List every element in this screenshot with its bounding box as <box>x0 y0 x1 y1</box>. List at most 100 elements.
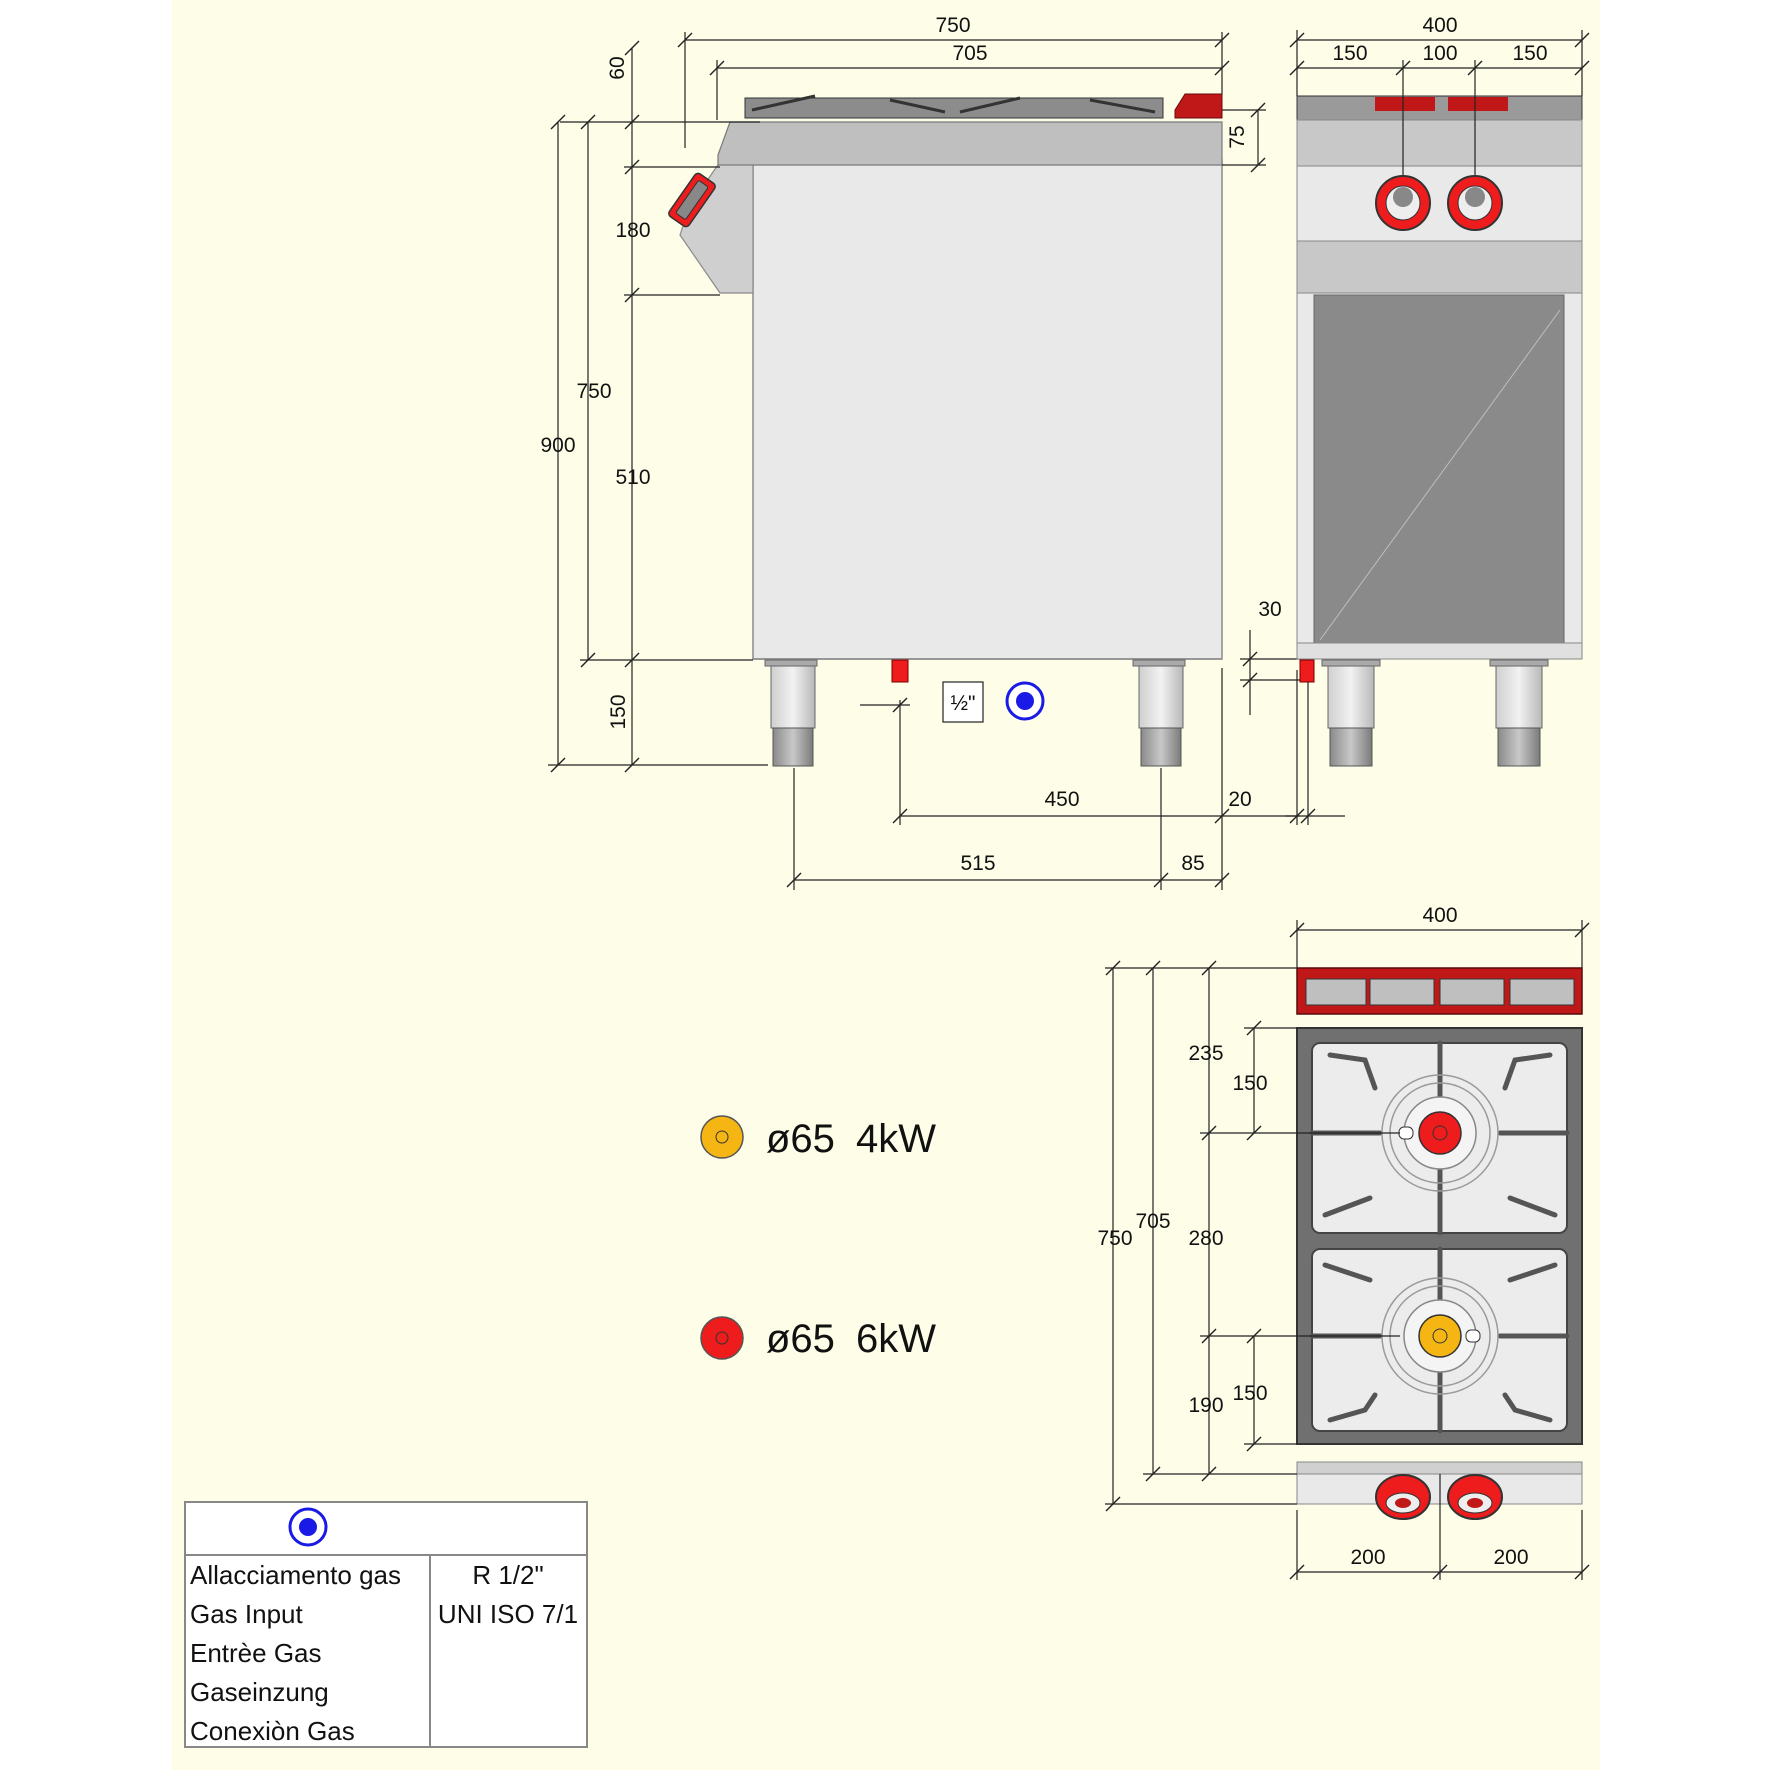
top-burner-front <box>1381 1277 1499 1395</box>
dimension-tick <box>1214 808 1230 824</box>
dim-side-705: 705 <box>952 42 987 65</box>
top-control-strip <box>1296 1461 1583 1475</box>
gas-value-thread: R 1/2" <box>472 1560 543 1590</box>
dim-side-750: 750 <box>935 14 970 37</box>
side-leg-front <box>764 659 818 767</box>
gas-table: Allacciamento gas Gas Input Entrèe Gas G… <box>184 1501 588 1748</box>
dimension-tick <box>550 114 566 130</box>
top-burner-back <box>1381 1074 1499 1192</box>
dimension-tick <box>1432 1564 1448 1580</box>
dimension-tick <box>580 652 596 668</box>
gas-label-fr: Entrèe Gas <box>190 1638 322 1668</box>
dim-top-400: 400 <box>1422 904 1457 927</box>
side-grate <box>744 97 1164 119</box>
dim-top-705: 705 <box>1135 1210 1170 1233</box>
dimension-tick <box>1201 1466 1217 1482</box>
front-view: 400 150 100 150 <box>1285 14 1583 825</box>
dimension-tick <box>1289 922 1305 938</box>
top-knob-right <box>1447 1474 1503 1520</box>
dimension-tick <box>1395 60 1411 76</box>
dimension-tick <box>624 114 640 130</box>
dimension-tick <box>624 287 640 303</box>
top-knob-left <box>1375 1474 1431 1520</box>
dim-front-400: 400 <box>1422 14 1457 37</box>
dimension-tick <box>1214 60 1230 76</box>
dimension-tick <box>1250 102 1266 118</box>
dimension-tick <box>1289 60 1305 76</box>
dim-side-30: 30 <box>1258 598 1281 621</box>
gas-thread-box <box>942 681 984 723</box>
dim-top-150-back: 150 <box>1232 1072 1267 1095</box>
dim-side-515: 515 <box>960 852 995 875</box>
dimension-tick <box>709 60 725 76</box>
dim-side-450: 450 <box>1044 788 1079 811</box>
dimension-tick <box>1289 808 1305 824</box>
top-flue-slot-1 <box>1305 978 1367 1006</box>
gas-value-standard: UNI ISO 7/1 <box>438 1599 578 1629</box>
dim-side-75: 75 <box>1226 125 1249 148</box>
gas-label-de: Gaseinzung <box>190 1677 329 1707</box>
front-rim <box>1296 119 1583 167</box>
dim-side-750-h: 750 <box>576 380 611 403</box>
dimension-tick <box>1467 60 1483 76</box>
dim-front-100: 100 <box>1422 42 1457 65</box>
dimension-tick <box>1246 1328 1262 1344</box>
front-lower-panel <box>1296 240 1583 294</box>
dim-side-150-legs: 150 <box>607 694 630 729</box>
dimension-tick <box>1145 1466 1161 1482</box>
dimension-tick <box>1105 960 1121 976</box>
dimension-tick <box>580 114 596 130</box>
dim-side-20: 20 <box>1228 788 1251 811</box>
dimension-tick <box>1574 1564 1590 1580</box>
dim-side-900: 900 <box>540 434 575 457</box>
legend-power-6kw: 6kW <box>856 1317 936 1361</box>
dim-side-85: 85 <box>1181 852 1204 875</box>
front-leg-left <box>1321 659 1381 767</box>
dimension-tick <box>892 697 908 713</box>
burner-legend: ø65 4kW ø65 6kW <box>700 1115 936 1361</box>
dimension-tick <box>1153 872 1169 888</box>
dim-top-235: 235 <box>1188 1042 1223 1065</box>
legend-item-6kw: ø65 6kW <box>700 1316 936 1361</box>
gas-connection-icon <box>1005 681 1045 721</box>
gas-thread-label: ½" <box>951 692 976 715</box>
dim-top-280: 280 <box>1188 1227 1223 1250</box>
front-door-reflection <box>1319 309 1561 641</box>
dimension-tick <box>1201 1328 1217 1344</box>
side-gas-inlet <box>891 659 909 683</box>
dimension-tick <box>1201 1125 1217 1141</box>
dimension-tick <box>1574 922 1590 938</box>
front-control-panel <box>1296 165 1583 242</box>
dim-top-200-left: 200 <box>1350 1546 1385 1569</box>
top-flue-slot-3 <box>1439 978 1505 1006</box>
dim-top-200-right: 200 <box>1493 1546 1528 1569</box>
dimension-tick <box>1289 32 1305 48</box>
legend-diameter-4kw: ø65 <box>766 1117 835 1161</box>
dimension-tick <box>550 757 566 773</box>
side-top-plate <box>717 121 1223 166</box>
dimension-tick <box>1246 1125 1262 1141</box>
top-flue-slot-2 <box>1369 978 1435 1006</box>
dimension-tick <box>624 757 640 773</box>
dim-side-60: 60 <box>606 56 629 79</box>
dim-top-750: 750 <box>1097 1227 1132 1250</box>
dimension-tick <box>1246 1020 1262 1036</box>
legend-burner-icon-6kw <box>700 1316 744 1360</box>
dimension-tick <box>1574 60 1590 76</box>
dimension-tick <box>677 32 693 48</box>
side-body <box>752 159 1223 660</box>
dimension-tick <box>1242 651 1258 667</box>
dim-front-150-right: 150 <box>1512 42 1547 65</box>
front-plinth <box>1296 642 1583 660</box>
dim-side-180: 180 <box>615 219 650 242</box>
legend-burner-icon-4kw <box>700 1115 744 1159</box>
dimension-tick <box>1300 808 1316 824</box>
dimension-tick <box>1214 32 1230 48</box>
side-grate-fingers <box>751 94 1156 114</box>
legend-diameter-6kw: ø65 <box>766 1317 835 1361</box>
top-view: 400 750 705 235 150 280 190 150 200 200 <box>1097 904 1583 1580</box>
dimension-tick <box>624 159 640 175</box>
dimension-tick <box>1242 672 1258 688</box>
front-burner-top-right <box>1448 97 1508 111</box>
